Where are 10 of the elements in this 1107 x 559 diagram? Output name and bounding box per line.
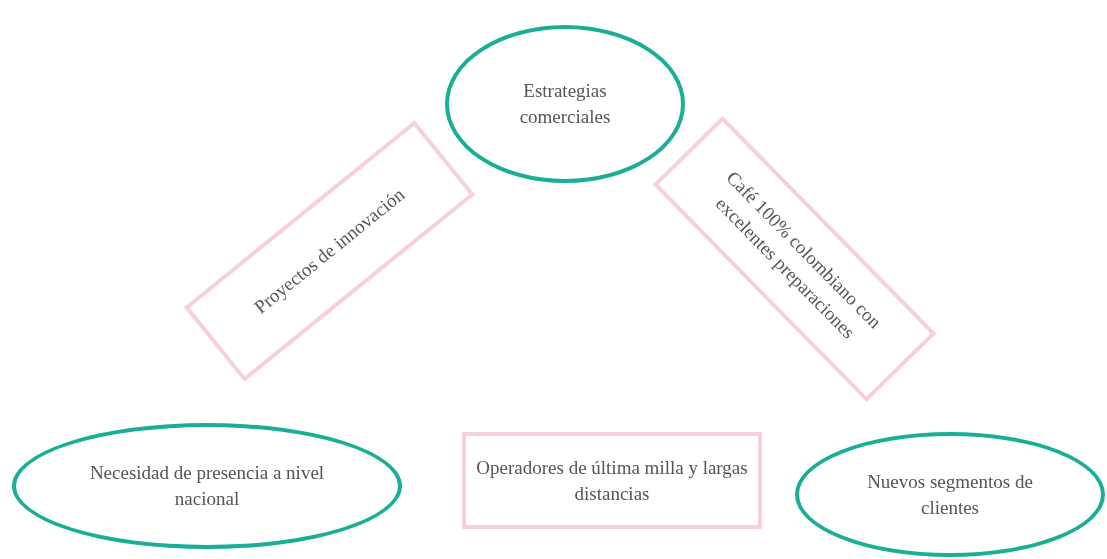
oval-node: [795, 432, 1105, 557]
strategy-ellipse: [445, 25, 685, 183]
rotated-box: [652, 115, 936, 403]
node-label: Operadores de última milla y largas distancias: [475, 455, 749, 506]
process-box: [462, 432, 762, 529]
node-label: Necesidad de presencia a nivel nacional: [88, 461, 326, 511]
node-label: Estrategias comerciales: [518, 79, 612, 129]
oval-node: [12, 423, 402, 549]
rotated-box: [183, 120, 475, 382]
node-label: Nuevos segmentos de clientes: [866, 469, 1034, 520]
